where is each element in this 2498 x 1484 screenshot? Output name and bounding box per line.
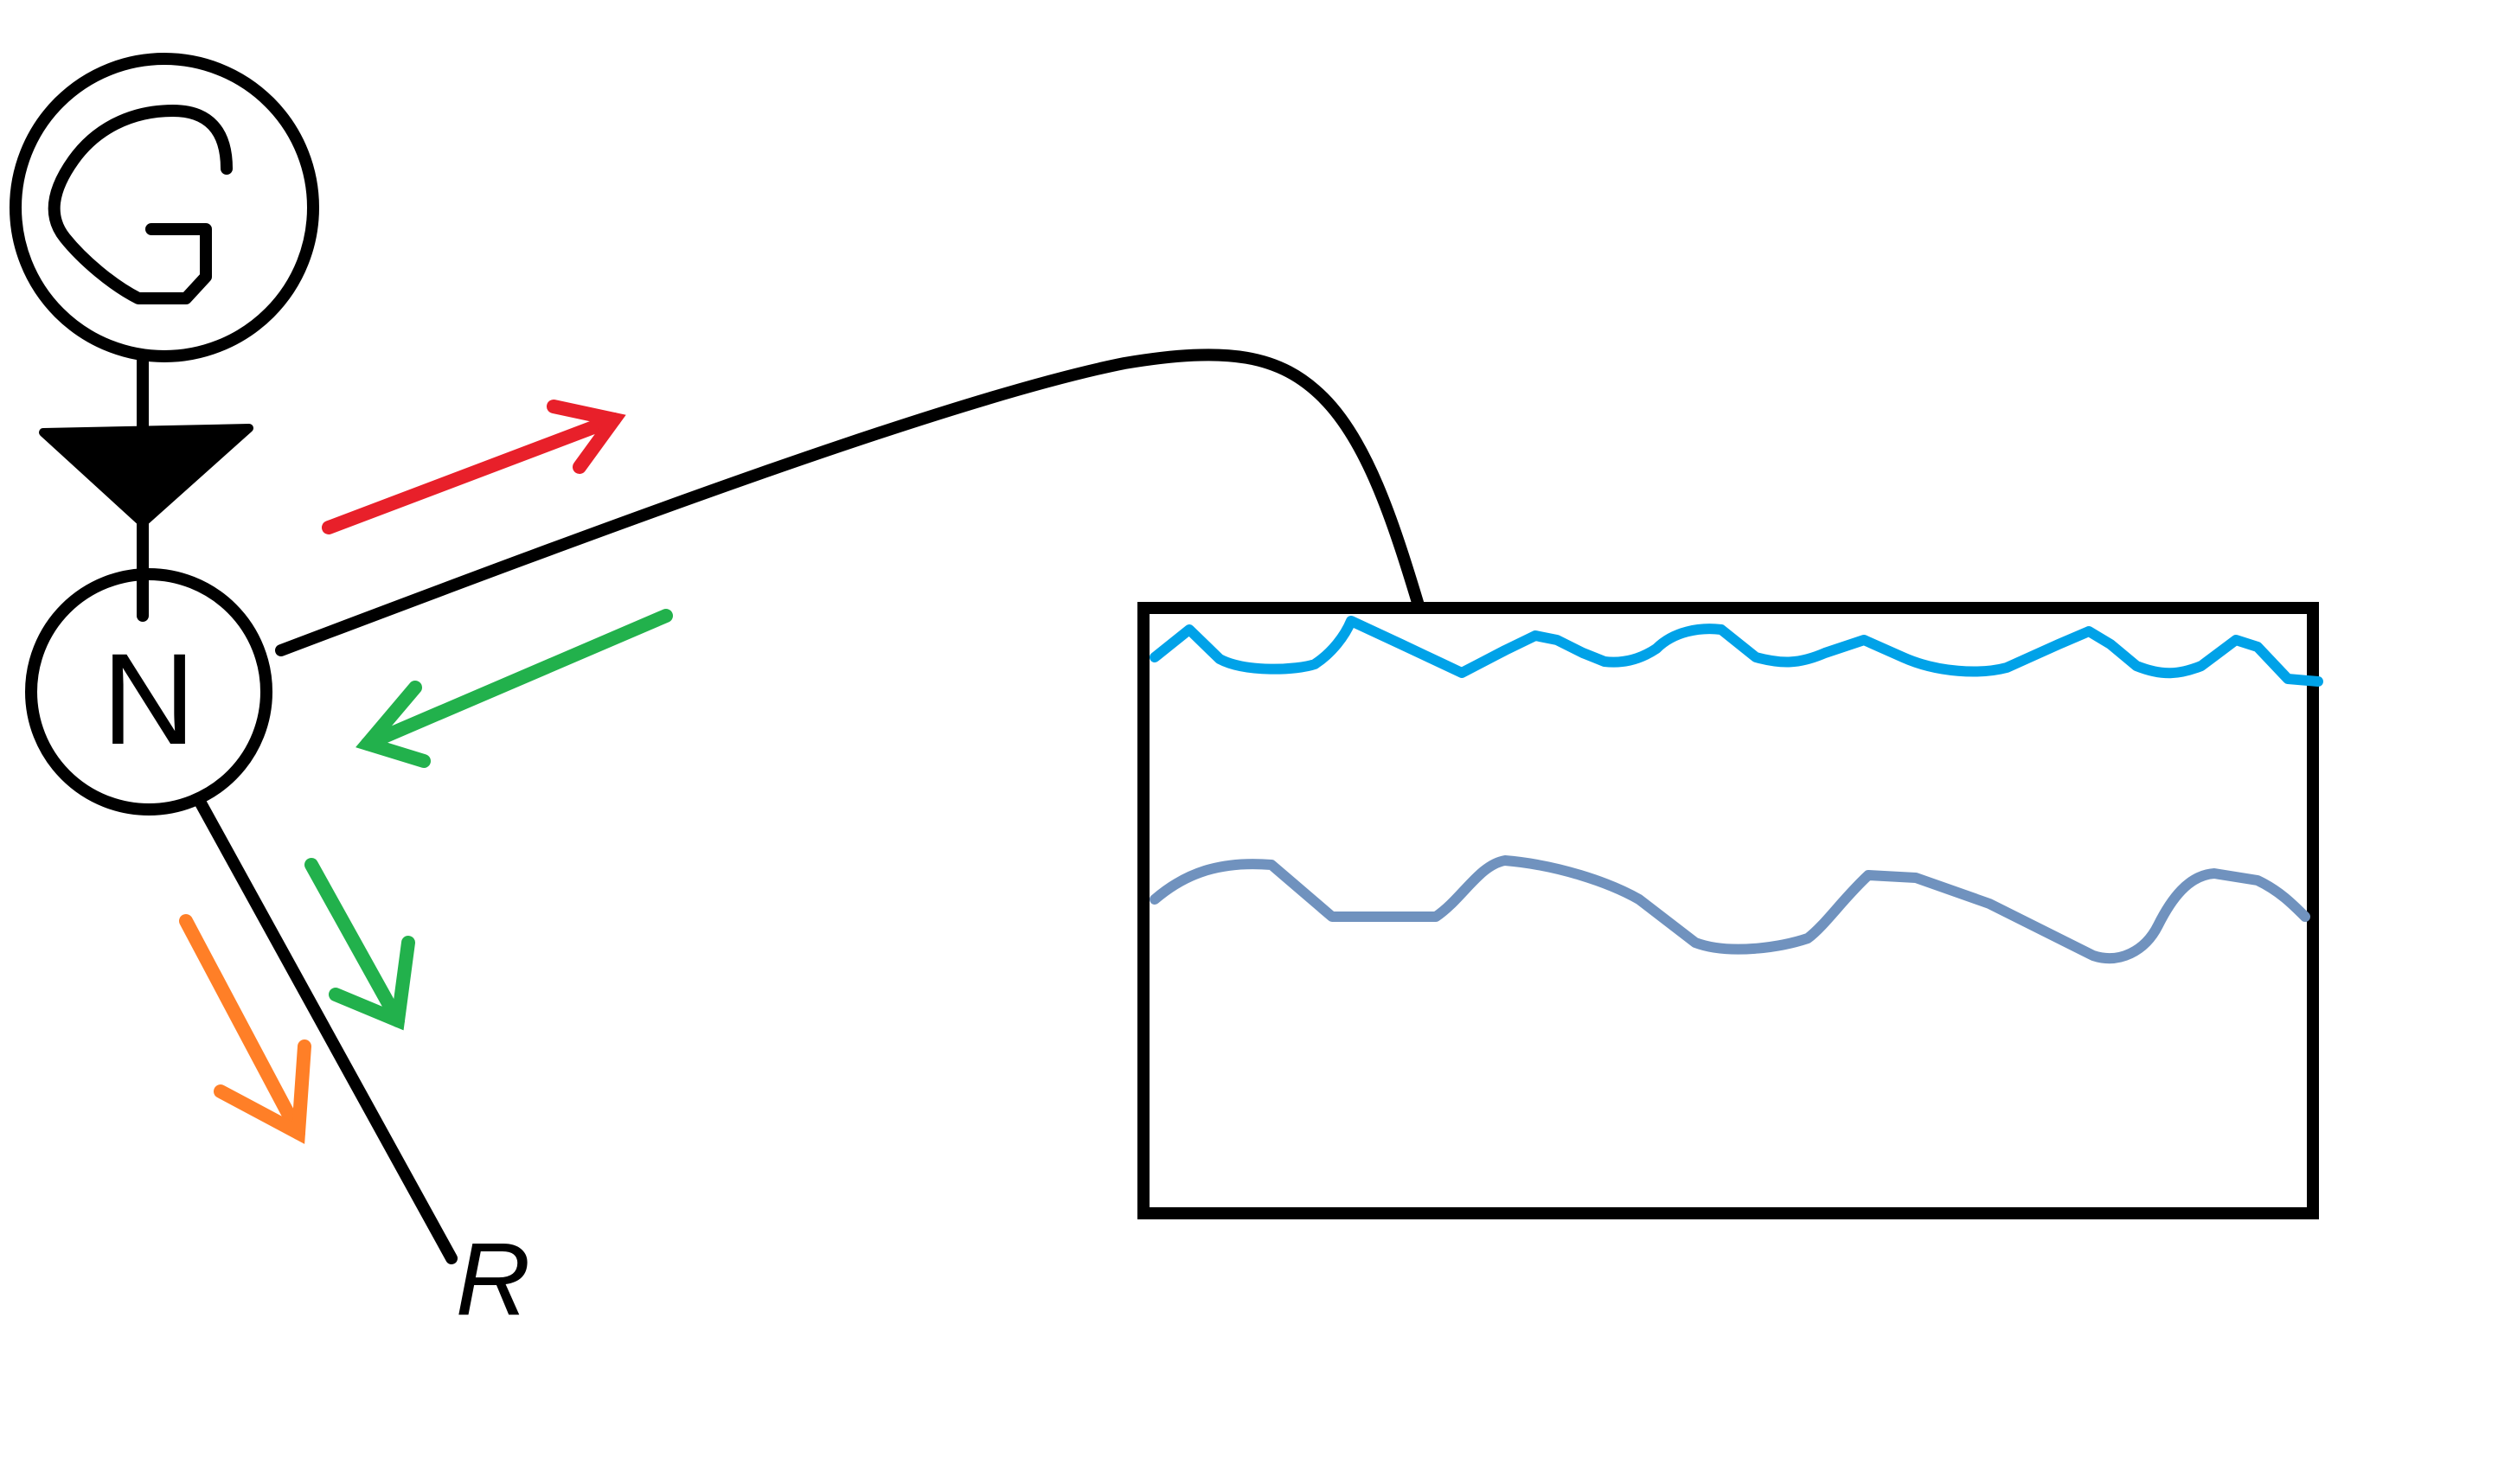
node-label: N [102, 626, 195, 771]
branch-arrow-orange [179, 914, 311, 1144]
generator-circle-icon: G [10, 53, 319, 362]
generator-inner-outline [48, 105, 233, 304]
lower-wave [1150, 855, 2310, 964]
surface-wave [1150, 616, 2323, 687]
outgoing-arrow [322, 400, 626, 534]
return-arrow [355, 609, 673, 768]
tank-box [1137, 602, 2319, 1219]
branch-line [193, 794, 458, 1264]
branch-arrow-green [304, 858, 415, 1031]
transformer-triangle-icon [39, 424, 253, 528]
node-circle-icon: N [25, 568, 272, 816]
transmission-line [275, 349, 1425, 656]
node-circle [25, 568, 272, 816]
end-label: R [456, 1221, 531, 1337]
generator-outer-circle [10, 53, 319, 362]
